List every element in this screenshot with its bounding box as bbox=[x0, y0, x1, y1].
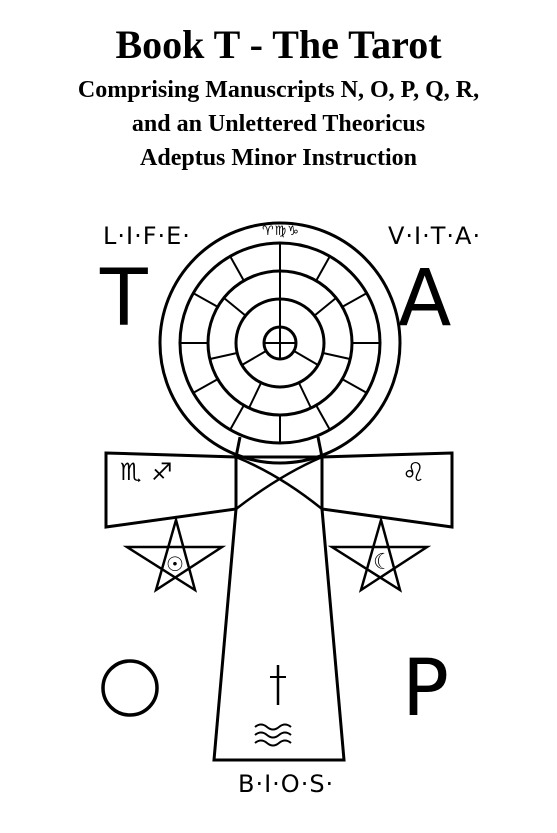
letter-a: A bbox=[398, 254, 453, 344]
letter-t: T bbox=[100, 254, 149, 344]
page-title: Book T - The Tarot bbox=[115, 22, 442, 67]
subtitle-line-1: Comprising Manuscripts N, O, P, Q, R, bbox=[77, 77, 480, 103]
wheel-spokes-7 bbox=[209, 271, 351, 409]
pentagram-left bbox=[122, 515, 227, 593]
word-life: L·I·F·E· bbox=[103, 222, 191, 250]
subtitle-line-3: Adeptus Minor Instruction bbox=[140, 145, 417, 171]
water-waves bbox=[254, 723, 292, 747]
moon-icon: ☾ bbox=[373, 550, 394, 575]
letter-o-circle bbox=[101, 659, 159, 717]
ankh-neck bbox=[234, 436, 324, 459]
ankh-shaft bbox=[212, 508, 346, 762]
ankh-illustration bbox=[101, 221, 454, 762]
wheel-outer-ring bbox=[158, 221, 402, 465]
wheel-spokes-12 bbox=[180, 243, 380, 443]
sun-icon: ☉ bbox=[166, 552, 185, 576]
word-bios: B·I·O·S· bbox=[238, 770, 335, 798]
pentagram-right bbox=[327, 515, 432, 593]
left-arm-glyphs: ♏ ♐ bbox=[120, 458, 174, 486]
word-vita: V·I·T·A· bbox=[388, 222, 482, 250]
ankh-right-arm bbox=[320, 451, 454, 529]
letter-p: P bbox=[402, 644, 451, 734]
right-arm-glyphs: ♌ bbox=[402, 458, 427, 488]
wheel-top-glyphs: ♈♍♑ bbox=[262, 224, 300, 239]
subtitle-line-2: and an Unlettered Theoricus bbox=[131, 111, 426, 137]
